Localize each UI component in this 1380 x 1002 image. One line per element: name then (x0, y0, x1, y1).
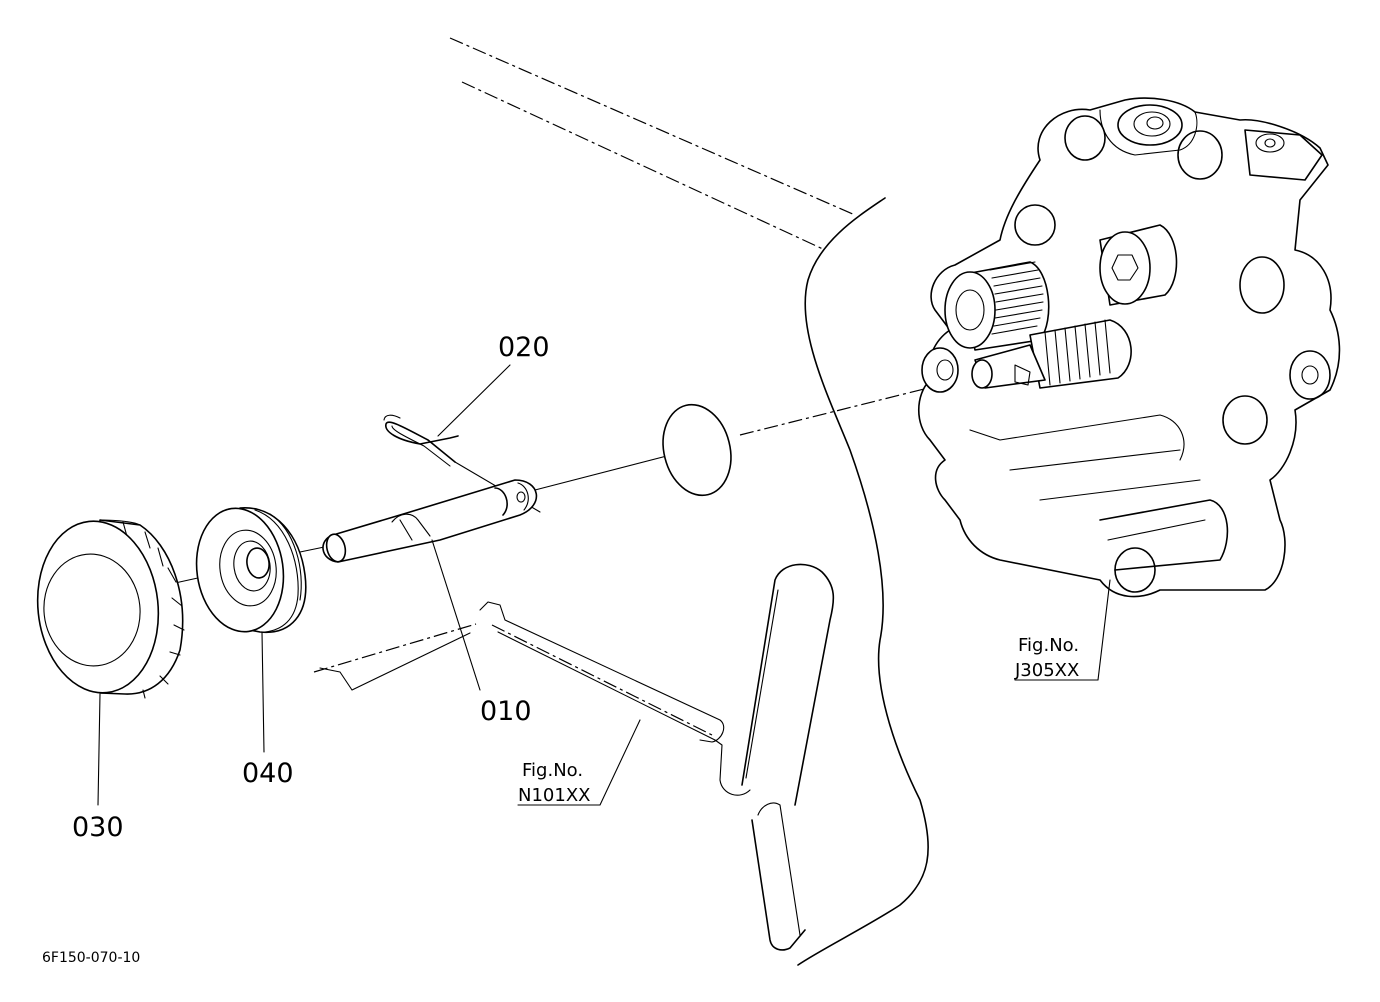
leader-lines (97, 364, 1111, 806)
ref-j305-line2: J305XX (1014, 660, 1079, 681)
shaft-010 (322, 479, 538, 563)
upper-spring (989, 261, 1044, 335)
knob-knurl (122, 521, 185, 699)
cover-outline (449, 37, 929, 966)
ref-n101-line2: N101XX (518, 785, 590, 806)
lever-bracket (313, 563, 835, 951)
lower-spring (1044, 319, 1111, 386)
ref-j305-line1: Fig.No. (1018, 635, 1079, 656)
bushing-040 (195, 507, 307, 634)
ref-n101-line1: Fig.No. (522, 760, 583, 781)
label-010: 010 (480, 696, 532, 727)
label-030: 030 (72, 812, 124, 843)
knob-030 (36, 519, 185, 699)
seal-disc (662, 403, 732, 497)
drawing-code: 6F150-070-10 (42, 950, 140, 966)
label-020: 020 (498, 332, 550, 363)
label-040: 040 (242, 758, 294, 789)
cotter-pin-020 (383, 414, 459, 467)
valve-block (918, 97, 1341, 598)
